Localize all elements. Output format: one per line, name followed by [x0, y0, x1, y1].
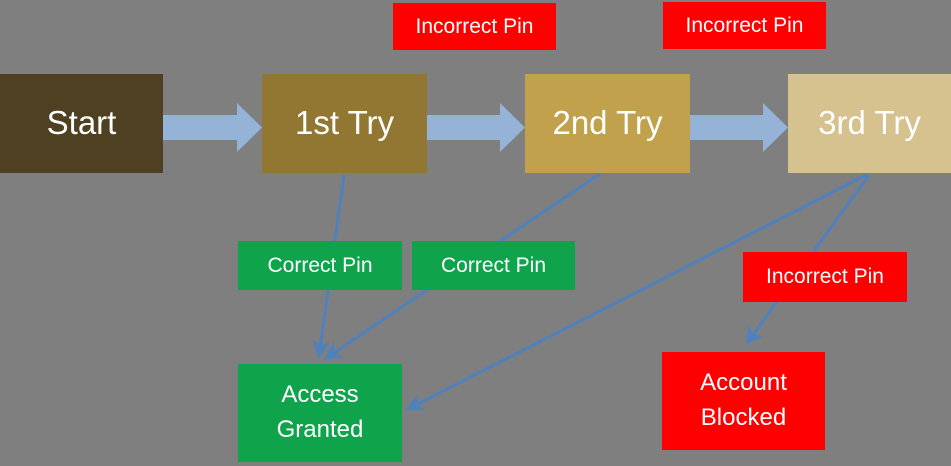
node-start: Start — [0, 74, 163, 173]
node-third-try-label: 3rd Try — [818, 104, 921, 142]
node-access-granted: Access Granted — [238, 364, 402, 462]
edge-label-text: Correct Pin — [440, 253, 547, 277]
node-account-blocked: Account Blocked — [662, 352, 825, 450]
node-third-try: 3rd Try — [788, 74, 951, 173]
edge-label-correct-pin-2: Correct Pin — [412, 241, 575, 290]
edge-label-text: Incorrect Pin — [415, 14, 534, 38]
edge-label-correct-pin-1: Correct Pin — [238, 241, 402, 290]
node-second-try: 2nd Try — [525, 74, 690, 173]
node-account-blocked-label: Account Blocked — [700, 369, 787, 431]
edge-label-text: Correct Pin — [267, 253, 373, 277]
block-arrow-try2-to-try3 — [690, 103, 788, 152]
node-first-try-label: 1st Try — [294, 104, 395, 142]
edge-label-incorrect-pin-1: Incorrect Pin — [393, 3, 556, 50]
block-arrow-start-to-try1 — [163, 103, 262, 152]
edge-label-text: Incorrect Pin — [685, 13, 804, 37]
node-access-granted-label: Access Granted — [276, 381, 364, 443]
node-start-label: Start — [46, 104, 117, 142]
node-second-try-label: 2nd Try — [552, 104, 663, 142]
node-first-try: 1st Try — [262, 74, 427, 173]
block-arrow-try1-to-try2 — [427, 103, 525, 152]
edge-label-incorrect-pin-2: Incorrect Pin — [663, 2, 826, 49]
edge-label-text: Incorrect Pin — [766, 265, 884, 288]
edge-label-incorrect-pin-3: Incorrect Pin — [743, 252, 907, 302]
